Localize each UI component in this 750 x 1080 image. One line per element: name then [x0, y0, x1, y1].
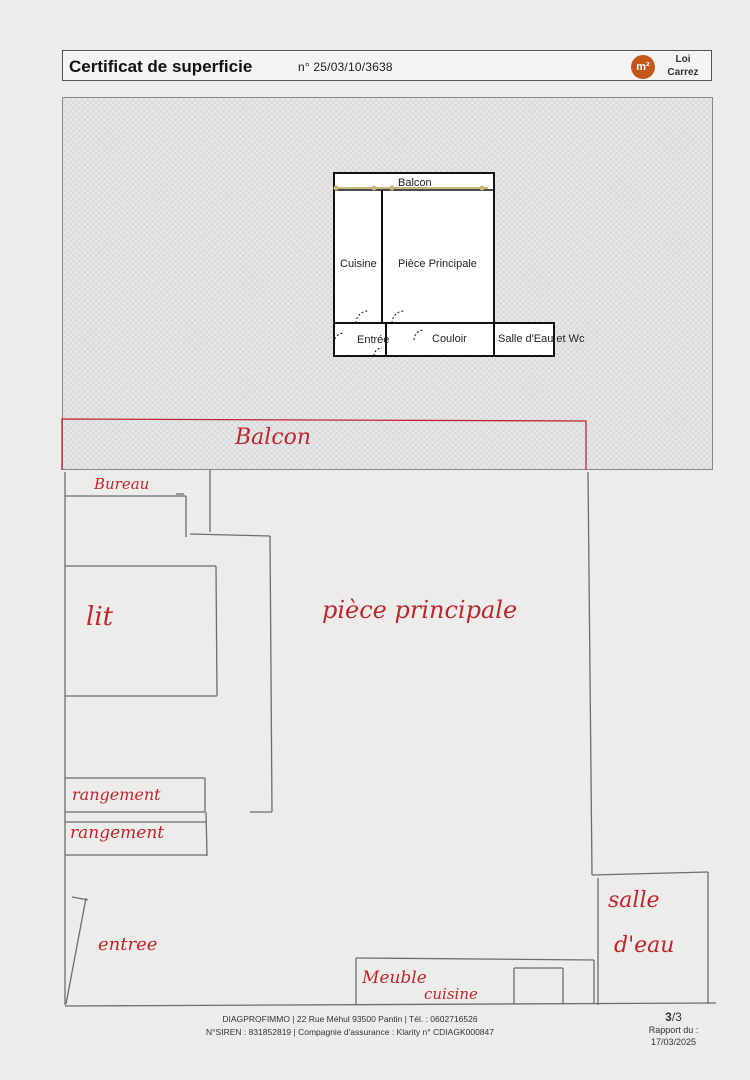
plan-label-entree: Entrée [357, 334, 390, 346]
hand-label-balcon: Balcon [235, 425, 312, 450]
footer-line-2: N°SIREN : 831852819 | Compagnie d'assura… [206, 1027, 494, 1037]
pencil-sketch [64, 470, 717, 1007]
certificate-header: Certificat de superficie n° 25/03/10/363… [62, 50, 712, 81]
hand-label-rangement-1: rangement [72, 785, 161, 804]
certificate-title: Certificat de superficie [69, 57, 253, 76]
rapport-label: Rapport du : [648, 1025, 699, 1035]
hand-label-deau: d'eau [614, 933, 675, 958]
logo-line-2: Carrez [667, 67, 699, 78]
footer-line-1: DIAGPROFIMMO | 22 Rue Méhul 93500 Pantin… [222, 1014, 478, 1024]
page-total: /3 [671, 1010, 682, 1024]
hand-label-rangement-2: rangement [70, 823, 165, 843]
rapport-date: 17/03/2025 [650, 1037, 697, 1047]
page-current: 3 [665, 1010, 672, 1024]
logo-line-1: Loi [675, 54, 691, 65]
sketch-balcony-outline [61, 418, 587, 470]
hand-label-entree: entree [98, 934, 158, 955]
page-number-block: 3/3 Rapport du : 17/03/2025 [636, 1011, 711, 1048]
hand-label-salle: salle [608, 888, 660, 913]
hand-label-cuisine: cuisine [424, 985, 478, 1003]
hand-label-lit: lit [86, 602, 114, 632]
certificate-number: n° 25/03/10/3638 [298, 60, 393, 74]
plan-label-cuisine: Cuisine [340, 258, 377, 270]
plan-label-balcon: Balcon [398, 177, 432, 189]
hand-label-meuble: Meuble [362, 968, 427, 988]
plan-salle-eau [493, 322, 555, 357]
plan-label-salle-eau-wc: Salle d'Eau et Wc [498, 333, 585, 345]
loi-carrez-logo-text: Loi Carrez [663, 53, 703, 79]
plan-label-couloir: Couloir [432, 333, 467, 345]
cad-floor-plan [333, 172, 555, 357]
plan-label-piece-principale: Pièce Principale [398, 258, 477, 270]
footer-company-info: DIAGPROFIMMO | 22 Rue Méhul 93500 Pantin… [150, 1013, 550, 1039]
hand-label-bureau: Bureau [94, 475, 150, 493]
hand-label-piece-principale: pièce principale [322, 596, 518, 624]
loi-carrez-logo-icon: m² [631, 55, 655, 79]
plan-main-block [333, 172, 495, 324]
